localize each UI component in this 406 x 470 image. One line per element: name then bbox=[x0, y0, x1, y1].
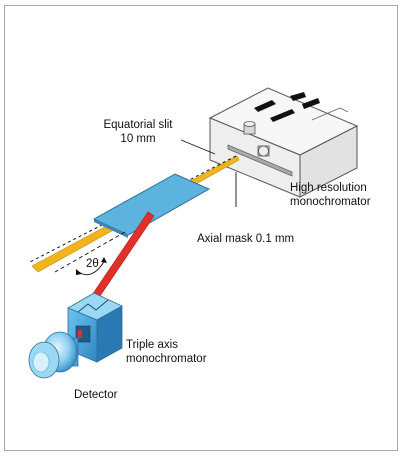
crystal-marker bbox=[270, 109, 295, 122]
monochromator-label-line2: monochromator bbox=[290, 196, 371, 208]
two-theta-label: 2θ bbox=[86, 258, 99, 270]
slit-pointer bbox=[180, 139, 216, 155]
slit-width-label: 10 mm bbox=[120, 133, 156, 145]
detector bbox=[28, 331, 79, 379]
adjustment-knob bbox=[243, 121, 256, 135]
adjustment-knob bbox=[257, 145, 270, 157]
detector-label: Detector bbox=[74, 389, 118, 401]
crystal-marker bbox=[302, 98, 320, 109]
monochromator-label-line1: High resolution bbox=[290, 182, 367, 194]
monochromator-housing bbox=[208, 87, 359, 198]
figure-frame bbox=[4, 5, 398, 451]
equatorial-slit-opening bbox=[227, 144, 293, 177]
axial-mask-label: Axial mask 0.1 mm bbox=[197, 233, 295, 245]
sample-plate-edge bbox=[94, 219, 128, 238]
triple-axis-label-line2: monochromator bbox=[126, 353, 207, 365]
crystal-marker bbox=[290, 92, 306, 101]
sample-plate bbox=[92, 173, 211, 236]
triple-axis-label-line1: Triple axis bbox=[126, 339, 178, 351]
crystal-marker bbox=[254, 100, 276, 112]
equatorial-slit-label: Equatorial slit bbox=[103, 119, 173, 131]
two-theta-angle bbox=[54, 231, 126, 276]
